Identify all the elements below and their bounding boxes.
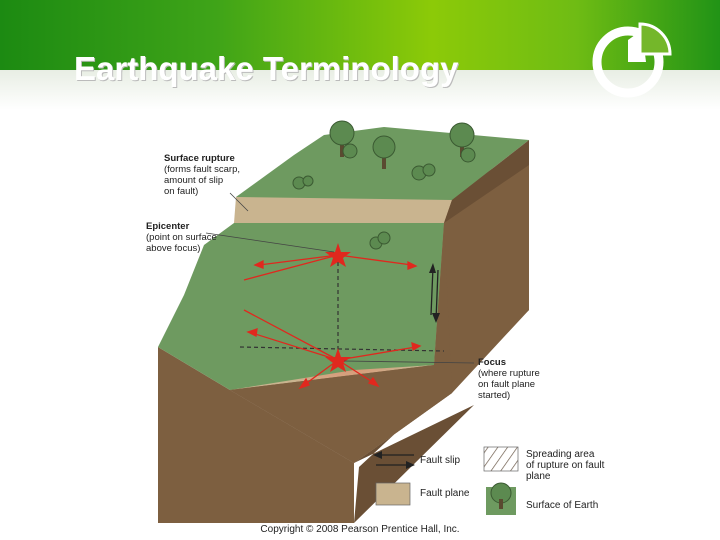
focus-depth-line	[239, 346, 445, 352]
label-line: (where rupture	[478, 368, 540, 379]
label-line: (forms fault scarp,	[164, 164, 241, 175]
leader-focus	[343, 360, 475, 364]
label-focus-heading: Focus	[478, 357, 506, 368]
copyright-notice: Copyright © 2008 Pearson Prentice Hall, …	[260, 524, 460, 535]
label-line: (point on surface	[146, 232, 217, 243]
legend-line: of rupture on fault	[526, 460, 605, 471]
scarp-right	[444, 140, 529, 223]
fault-slip-arrow-up	[430, 266, 434, 316]
epicenter-star-icon	[325, 243, 351, 267]
leader-surface-rupture	[229, 192, 249, 212]
legend-spreading-label: Spreading area of rupture on fault plane	[526, 449, 604, 482]
label-line: above focus)	[146, 243, 201, 254]
arrow-head	[429, 263, 436, 273]
legend-line: plane	[526, 471, 551, 482]
soil-right-face	[354, 165, 529, 523]
arrow-head	[373, 451, 382, 459]
label-line: amount of slip	[164, 175, 224, 186]
slide-title: Earthquake Terminology	[74, 50, 459, 87]
bush-icon	[411, 163, 436, 181]
arrow-head	[406, 461, 415, 469]
legend-surface-label: Surface of Earth	[526, 500, 599, 511]
label-line: started)	[478, 390, 511, 401]
tree-icon	[329, 120, 358, 159]
label-focus: Focus (where rupture on fault plane star…	[478, 357, 540, 401]
label-epicenter: Epicenter (point on surface above focus)	[146, 221, 217, 254]
legend-spreading-swatch	[483, 446, 519, 472]
legend-fault-plane-swatch	[375, 482, 411, 506]
label-line: on fault)	[164, 186, 199, 197]
label-line: on fault plane	[478, 379, 536, 390]
leader-epicenter	[205, 232, 335, 253]
bush-icon	[369, 231, 391, 250]
label-epicenter-heading: Epicenter	[146, 221, 190, 232]
pie-logo-icon	[592, 22, 672, 98]
fault-slip-arrow-down	[435, 269, 439, 321]
bush-icon	[292, 175, 314, 190]
tree-icon	[449, 122, 476, 163]
soil-front-face	[158, 347, 354, 523]
tree-icon	[372, 135, 396, 169]
lower-surface	[158, 223, 444, 390]
arrow-head	[432, 313, 440, 323]
focus-star-icon	[325, 348, 351, 372]
legend-line: Spreading area	[526, 449, 595, 460]
legend-surface-tree-icon	[486, 482, 516, 515]
rupture-arrows	[243, 254, 422, 390]
label-surface-rupture-heading: Surface rupture	[164, 153, 235, 164]
lower-surface-edge	[230, 223, 452, 463]
legend-fault-plane-label: Fault plane	[420, 488, 470, 499]
earthquake-diagram: Surface rupture (forms fault scarp, amou…	[144, 115, 606, 523]
label-surface-rupture: Surface rupture (forms fault scarp, amou…	[164, 153, 240, 197]
legend-fault-slip-label: Fault slip	[420, 455, 461, 466]
scarp-face	[234, 197, 452, 223]
